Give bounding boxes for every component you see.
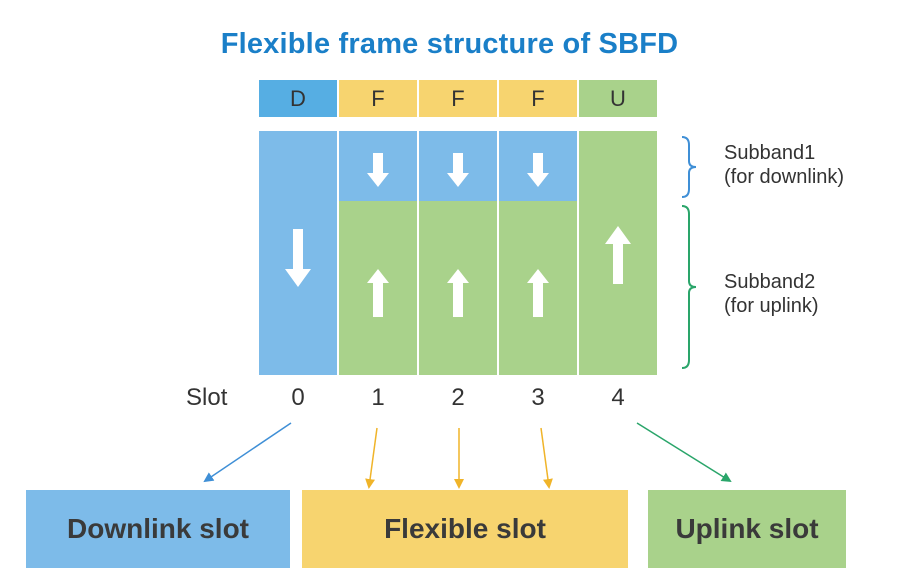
slot-number-0: 0 — [291, 384, 305, 411]
subband1-label: Subband1 (for downlink) — [724, 141, 844, 189]
subband1-brace-icon — [681, 136, 697, 198]
slot-number-2: 2 — [451, 384, 465, 411]
down-arrow-icon — [447, 153, 469, 187]
slot-type-header-2: F — [419, 80, 497, 117]
subband2-label: Subband2 (for uplink) — [724, 270, 818, 318]
slot-column-2 — [419, 131, 497, 375]
diagram-title: Flexible frame structure of SBFD — [220, 28, 679, 60]
legend-uplink-slot: Uplink slot — [648, 490, 846, 568]
down-arrow-icon — [367, 153, 389, 187]
slot-type-header-3: F — [499, 80, 577, 117]
slot-axis-label: Slot — [186, 384, 228, 411]
down-arrow-icon — [527, 153, 549, 187]
connector-slot0-downlink — [203, 422, 292, 483]
slot-type-header-0: D — [259, 80, 337, 117]
up-arrow-icon — [605, 226, 631, 284]
subband2-purpose: (for uplink) — [724, 295, 819, 317]
subband2-brace-icon — [681, 205, 697, 369]
slot-number-3: 3 — [531, 384, 545, 411]
subband1-name: Subband1 — [724, 142, 816, 164]
connector-slot4-uplink — [636, 422, 732, 483]
down-arrow-icon — [285, 229, 311, 287]
slot-number-4: 4 — [611, 384, 625, 411]
subband2-name: Subband2 — [724, 271, 816, 293]
legend-downlink-slot: Downlink slot — [26, 490, 290, 568]
up-arrow-icon — [447, 269, 469, 317]
slot-column-0 — [259, 131, 337, 375]
slot-column-4 — [579, 131, 657, 375]
subband1-purpose: (for downlink) — [724, 166, 845, 188]
connector-slot3-flexible — [540, 427, 553, 489]
up-arrow-icon — [527, 269, 549, 317]
connector-slot1-flexible — [365, 427, 378, 489]
slot-column-3 — [499, 131, 577, 375]
slot-type-header-4: U — [579, 80, 657, 117]
slot-column-1 — [339, 131, 417, 375]
up-arrow-icon — [367, 269, 389, 317]
legend-flexible-slot: Flexible slot — [302, 490, 628, 568]
slot-type-header-1: F — [339, 80, 417, 117]
slot-number-1: 1 — [371, 384, 385, 411]
